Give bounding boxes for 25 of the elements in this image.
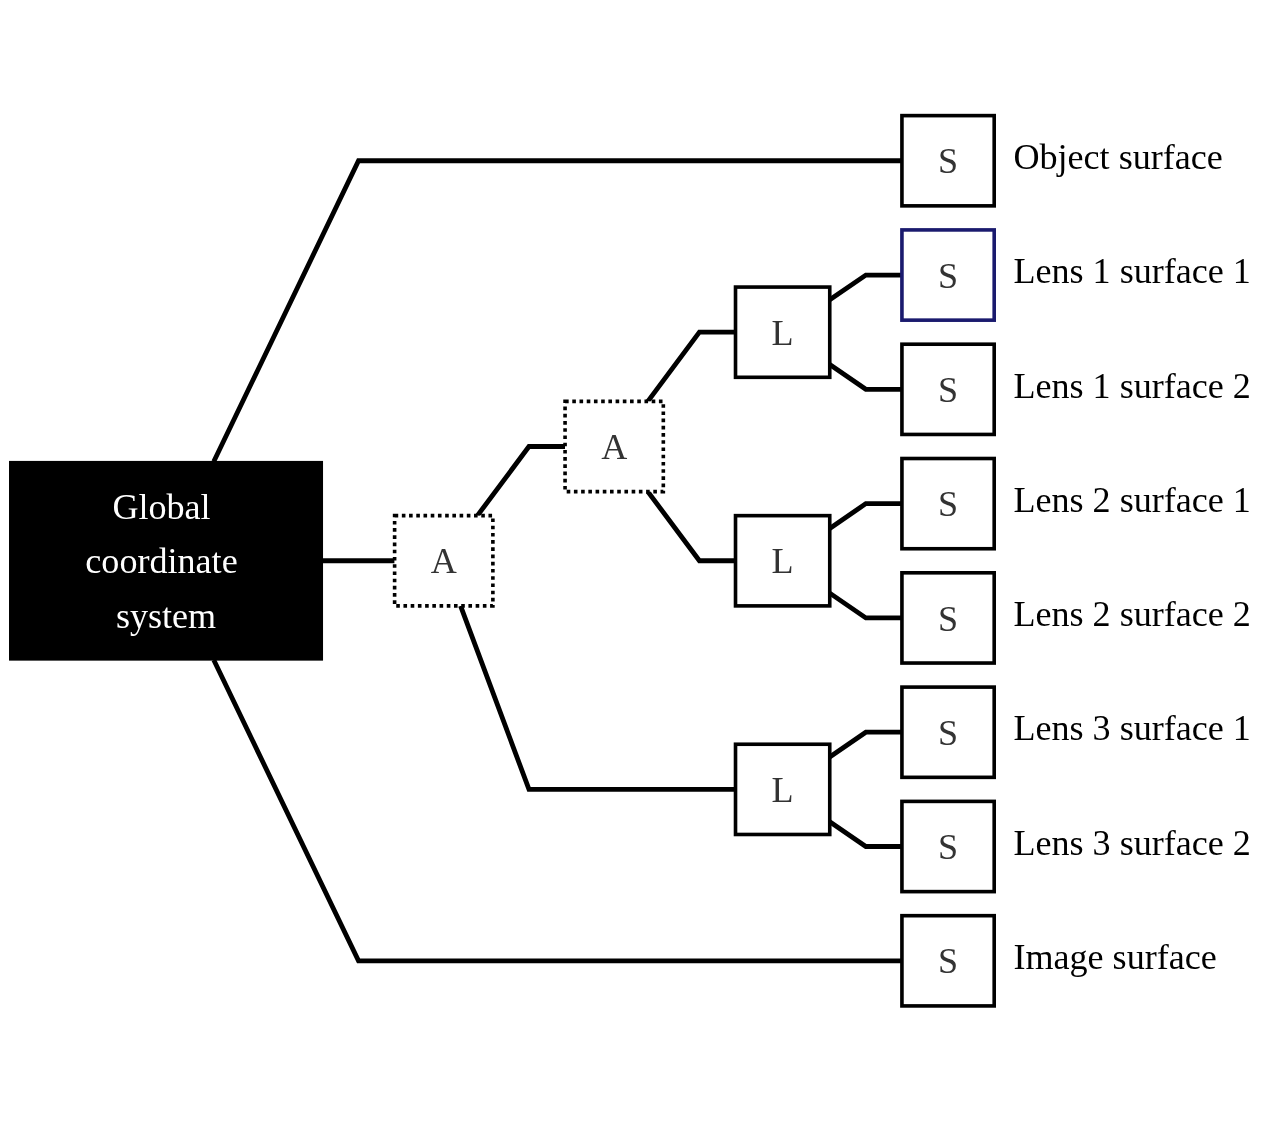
connector — [322, 558, 395, 563]
surface-name: Image surface — [1013, 936, 1217, 977]
node-box: A — [563, 399, 666, 494]
surface-name: Lens 1 surface 2 — [1013, 365, 1251, 406]
surface-name: Lens 3 surface 1 — [1013, 708, 1251, 749]
node-box: S — [900, 913, 996, 1008]
node-box: S — [900, 227, 996, 322]
node-box: L — [733, 285, 832, 379]
node-box: S — [900, 113, 996, 208]
node-box: L — [733, 513, 832, 608]
node-box: S — [900, 342, 996, 436]
node-box: S — [900, 456, 996, 551]
node-box: A — [392, 513, 495, 608]
surface-name: Lens 3 surface 2 — [1013, 822, 1251, 863]
surface-name: Object surface — [1013, 136, 1223, 177]
connector — [211, 158, 902, 463]
connector — [211, 658, 902, 963]
surface-name: Lens 2 surface 1 — [1013, 479, 1251, 520]
node-box: L — [733, 742, 832, 836]
surface-name: Lens 2 surface 2 — [1013, 593, 1251, 634]
surface-name: Lens 1 surface 1 — [1013, 251, 1251, 292]
node-box: S — [900, 685, 996, 779]
node-box: S — [900, 570, 996, 665]
node-box: Global coordinate system — [9, 460, 324, 661]
node-box: S — [900, 799, 996, 894]
